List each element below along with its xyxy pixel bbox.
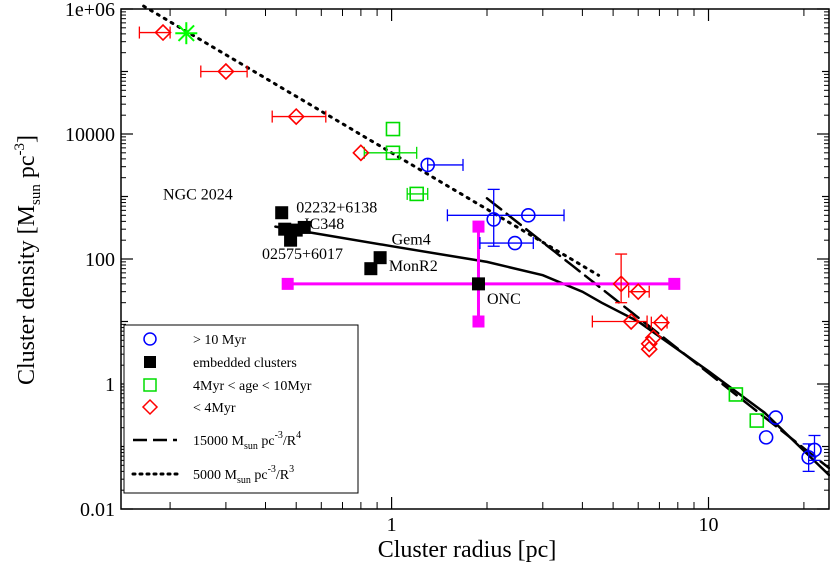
annotation-label: IC348 [304,216,344,233]
legend-r3-mid: pc [251,468,268,483]
data-point-circle [758,430,774,445]
x-axis-title: Cluster radius [pc] [378,537,557,563]
y-axis-title-mid: pc [14,156,40,185]
data-point-diamond [629,283,647,301]
legend-label-r3: 5000 Msun pc-3/R3 [193,464,294,486]
legend-marker-square [143,378,157,392]
legend-r4-sub: sun [244,441,258,452]
data-point-circle [521,208,536,223]
data-point-filled-square [373,251,387,265]
data-point-filled-square [275,206,289,220]
data-point-diamond [622,312,640,331]
legend-marker-diamond [141,398,159,416]
legend-r4-mid: pc [258,434,275,449]
curve-solid [274,225,830,477]
annotation-label: 02575+6017 [262,246,343,263]
curve-dotted [142,4,601,277]
data-point-circle [507,235,523,251]
data-point-diamond [154,23,172,42]
legend: > 10 Myr embedded clusters 4Myr < age < … [123,324,359,494]
legend-marker-circle [143,332,157,346]
data-point-filled-square [471,277,485,291]
onc-errorbar-end [668,277,681,290]
legend-label-young: < 4Myr [193,401,236,416]
annotation-label: MonR2 [389,258,438,275]
legend-label-intermediate: 4Myr < age < 10Myr [193,379,312,394]
y-axis-title-end: ] [14,135,40,143]
annotation-label: Gem4 [392,232,431,249]
annotation-label: 02232+6138 [296,200,377,217]
data-point-circle [807,442,822,458]
onc-errorbar-end [472,315,485,328]
y-axis-title-sup: -3 [12,143,28,156]
legend-r3-sup: -3 [268,464,276,475]
data-point-square [728,387,744,402]
data-point-square [749,413,765,428]
legend-r3-end: /R [276,468,290,483]
y-tick-label: 1 [105,374,115,396]
y-axis-title-main: Cluster density [M [14,205,40,385]
y-tick-label: 100 [85,249,115,271]
legend-r3-sup2: 3 [289,464,294,475]
data-point-filled-square [278,222,292,236]
data-point-circle [768,410,784,425]
legend-r4-sup2: 4 [296,430,301,441]
legend-r4-main: 15000 M [193,434,245,449]
legend-r3-main: 5000 M [193,468,238,483]
data-point-diamond [352,144,370,162]
data-point-diamond [640,335,658,353]
data-point-square [385,121,401,137]
annotation-label: ONC [487,291,521,308]
onc-errorbar-end [281,277,294,290]
annotation-label: NGC 2024 [163,186,233,203]
data-point-filled-square [284,233,298,247]
data-point-filled-square [297,220,311,234]
data-point-diamond [644,329,663,347]
x-tick-label: 10 [699,514,719,536]
data-point-circle [420,157,436,173]
legend-label-embedded: embedded clusters [193,356,297,371]
data-point-diamond [652,313,671,332]
legend-r4-sup: -3 [275,430,283,441]
onc-errorbar-end [472,220,485,233]
y-axis-title: Cluster density [Msun pc-3] [12,135,44,385]
y-axis-title-sub: sun [28,184,44,205]
data-point-square [385,145,401,161]
legend-box [123,324,359,494]
data-point-diamond [217,62,235,81]
legend-label-old: > 10 Myr [193,333,246,348]
data-point-square [409,186,424,202]
data-point-circle [486,212,502,227]
legend-label-r4: 15000 Msun pc-3/R4 [193,430,301,452]
legend-marker-filled-square [144,356,156,368]
legend-r4-end: /R [283,434,297,449]
legend-r3-sub: sun [237,475,251,486]
y-tick-label: 1e+06 [65,0,115,21]
y-tick-label: 10000 [65,124,115,146]
data-point-filled-square [364,262,378,276]
data-point-diamond [612,275,630,293]
data-point-asterisk [177,24,195,42]
y-tick-label: 0.01 [80,499,115,521]
data-point-diamond [287,107,305,126]
x-tick-label: 1 [387,514,397,536]
